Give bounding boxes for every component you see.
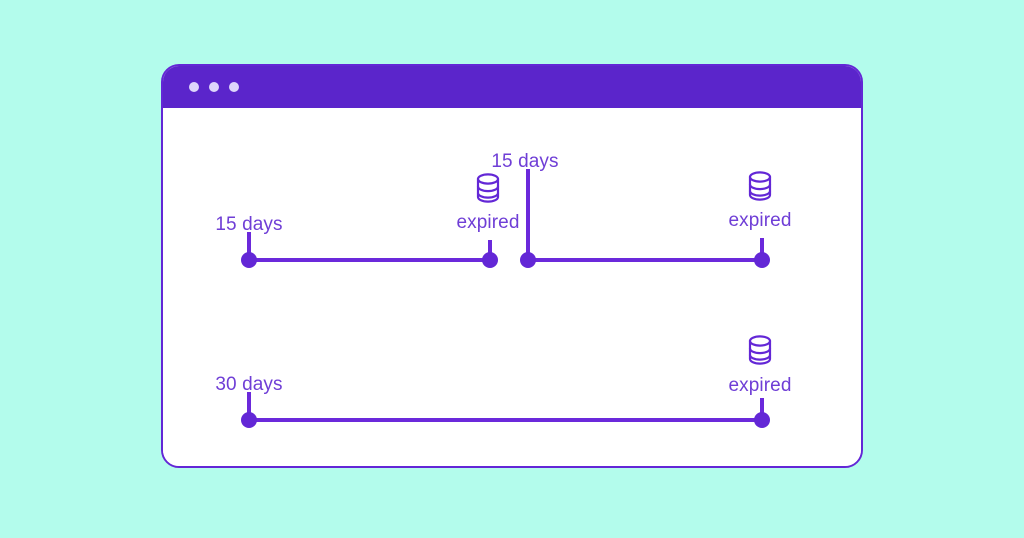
window-dot-maximize-icon[interactable] [229,82,239,92]
segment-1a-start-label: 15 days [215,214,283,235]
segment-1b-start-node[interactable] [520,252,536,268]
window-content-area: 15 days expired 15 days expired 30 days expir… [163,108,861,466]
segment-1b-start-label: 15 days [491,151,559,172]
segment-1a-database-icon [473,172,503,204]
segment-2a-end-label: expired [728,375,792,396]
segment-2a-end-node[interactable] [754,412,770,428]
window-dot-close-icon[interactable] [189,82,199,92]
timeline-diagram [241,169,770,428]
segment-1a-end-node[interactable] [482,252,498,268]
segment-1b-end-node[interactable] [754,252,770,268]
window-title-bar [163,66,861,108]
segment-1b-end-label: expired [728,210,792,231]
segment-1a-start-node[interactable] [241,252,257,268]
browser-window: 15 days expired 15 days expired 30 days expir… [161,64,863,468]
segment-2a-start-node[interactable] [241,412,257,428]
segment-1b-database-icon [745,170,775,202]
segment-2a-start-label: 30 days [215,374,283,395]
segment-2a-database-icon [745,334,775,366]
window-dot-minimize-icon[interactable] [209,82,219,92]
segment-1a-end-label: expired [456,212,520,233]
